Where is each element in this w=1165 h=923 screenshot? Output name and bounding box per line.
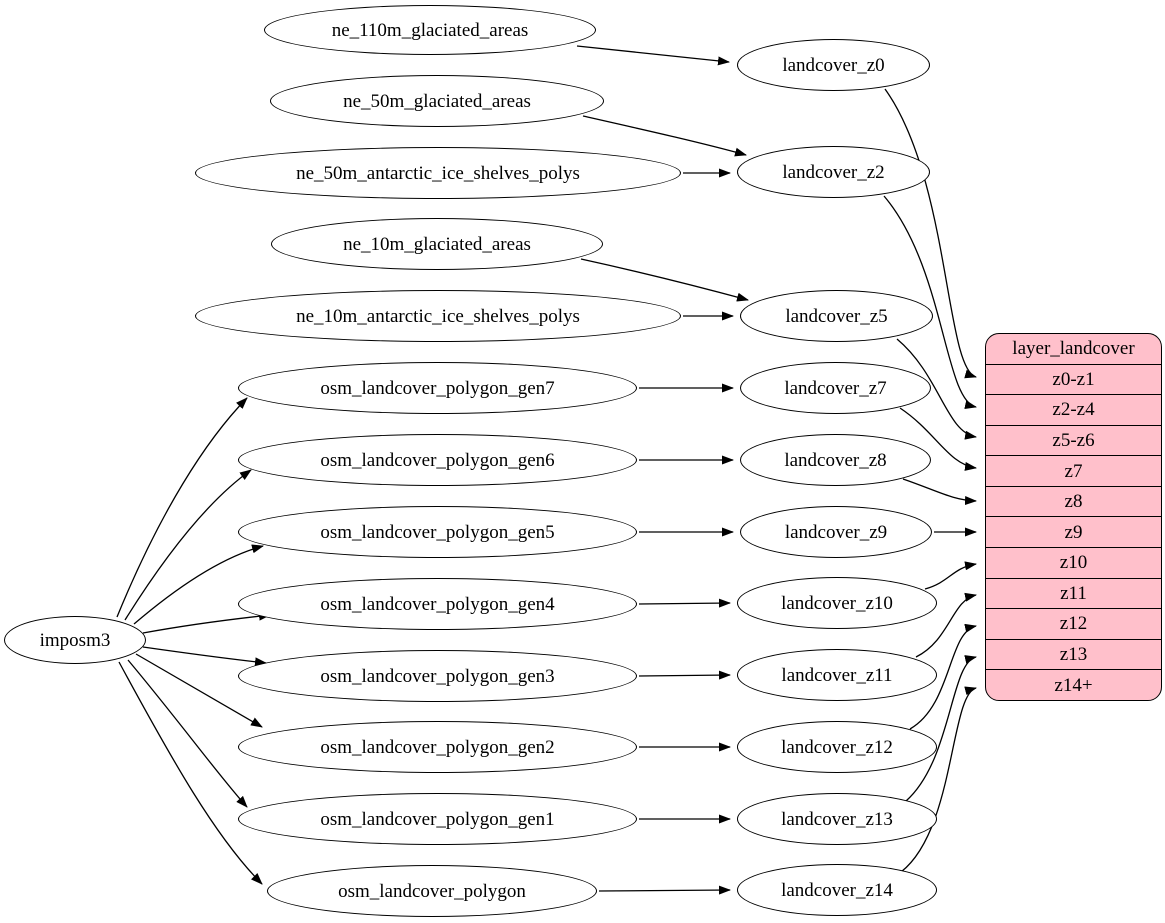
- record-title: layer_landcover: [1012, 338, 1135, 360]
- edge-landcover_z14-row-z14plus: [900, 686, 977, 873]
- edge-osm_landcover_polygon_gen3-landcover_z11: [638, 670, 731, 680]
- record-row-z11: z11: [986, 577, 1161, 609]
- node-landcover-z12: landcover_z12: [737, 721, 937, 773]
- node-osm-landcover-polygon-gen2: osm_landcover_polygon_gen2: [238, 721, 637, 773]
- node-landcover-z0: landcover_z0: [737, 39, 930, 91]
- record-row-z8: z8: [986, 485, 1161, 517]
- edge-ne_10m_glaciated_areas-landcover_z5: [580, 258, 749, 302]
- record-row-z13: z13: [986, 638, 1161, 670]
- node-ne-10m-antarctic-ice-shelves-polys: ne_10m_antarctic_ice_shelves_polys: [195, 290, 681, 342]
- node-osm-landcover-polygon-gen5: osm_landcover_polygon_gen5: [238, 506, 637, 558]
- edge-imposm3-osm_landcover_polygon_gen5: [133, 544, 264, 625]
- node-ne-50m-glaciated-areas: ne_50m_glaciated_areas: [270, 75, 604, 127]
- edge-landcover_z13-row-z13: [905, 655, 977, 802]
- record-row-z2-z4: z2-z4: [986, 394, 1161, 425]
- edge-osm_landcover_polygon-landcover_z14: [598, 885, 731, 895]
- edge-imposm3-osm_landcover_polygon_gen4: [142, 611, 271, 634]
- edge-landcover_z11-row-z11: [915, 592, 977, 658]
- edge-imposm3-osm_landcover_polygon_gen3: [142, 646, 267, 667]
- edge-landcover_z12-row-z12: [909, 623, 977, 730]
- record-row-z12: z12: [986, 608, 1161, 639]
- node-imposm3: imposm3: [4, 616, 146, 664]
- edge-osm_landcover_polygon_gen4-landcover_z10: [638, 598, 731, 608]
- node-osm-landcover-polygon-gen7: osm_landcover_polygon_gen7: [238, 362, 637, 414]
- record-row-z7: z7: [986, 455, 1161, 486]
- node-landcover-z13: landcover_z13: [737, 793, 937, 845]
- edge-landcover_z5-row-z5-z6: [896, 338, 977, 440]
- node-osm-landcover-polygon-gen6: osm_landcover_polygon_gen6: [238, 434, 637, 486]
- record-row-z14plus: z14+: [986, 669, 1161, 700]
- node-landcover-z8: landcover_z8: [740, 434, 931, 486]
- node-ne-110m-glaciated-areas: ne_110m_glaciated_areas: [264, 5, 596, 55]
- node-landcover-z10: landcover_z10: [737, 577, 937, 629]
- node-osm-landcover-polygon-gen3: osm_landcover_polygon_gen3: [238, 650, 637, 702]
- edge-landcover_z0-row-z0-z1: [884, 88, 977, 379]
- node-ne-10m-glaciated-areas: ne_10m_glaciated_areas: [271, 218, 603, 270]
- edge-ne_110m_glaciated_areas-landcover_z0: [576, 45, 730, 66]
- node-landcover-z5: landcover_z5: [740, 290, 933, 342]
- record-row-z0-z1: z0-z1: [986, 363, 1161, 395]
- node-ne-50m-antarctic-ice-shelves-polys: ne_50m_antarctic_ice_shelves_polys: [195, 147, 681, 199]
- edge-imposm3-osm_landcover_polygon_gen2: [135, 653, 263, 728]
- edge-landcover_z8-row-z8: [902, 478, 977, 506]
- node-landcover-z11: landcover_z11: [737, 649, 937, 701]
- node-landcover-z2: landcover_z2: [737, 146, 930, 198]
- edge-imposm3-osm_landcover_polygon_gen7: [116, 397, 248, 618]
- edge-landcover_z2-row-z2-z4: [883, 195, 977, 409]
- edge-landcover_z7-row-z7: [899, 407, 977, 471]
- node-osm-landcover-polygon-gen4: osm_landcover_polygon_gen4: [238, 578, 637, 630]
- edge-imposm3-osm_landcover_polygon_gen6: [124, 469, 252, 621]
- edge-imposm3-osm_landcover_polygon: [118, 661, 263, 885]
- node-landcover-z9: landcover_z9: [740, 506, 932, 558]
- edge-ne_50m_glaciated_areas-landcover_z2: [582, 115, 747, 157]
- node-osm-landcover-polygon-gen1: osm_landcover_polygon_gen1: [238, 793, 637, 845]
- record-layer-landcover: layer_landcover z0-z1 z2-z4 z5-z6 z7 z8 …: [985, 333, 1162, 701]
- record-row-z5-z6: z5-z6: [986, 424, 1161, 456]
- node-landcover-z14: landcover_z14: [737, 864, 937, 916]
- record-row-z9: z9: [986, 516, 1161, 547]
- edge-landcover_z10-row-z10: [924, 561, 977, 590]
- edge-imposm3-osm_landcover_polygon_gen1: [127, 659, 248, 808]
- record-row-z10: z10: [986, 547, 1161, 578]
- node-landcover-z7: landcover_z7: [740, 362, 931, 414]
- node-osm-landcover-polygon: osm_landcover_polygon: [267, 865, 597, 917]
